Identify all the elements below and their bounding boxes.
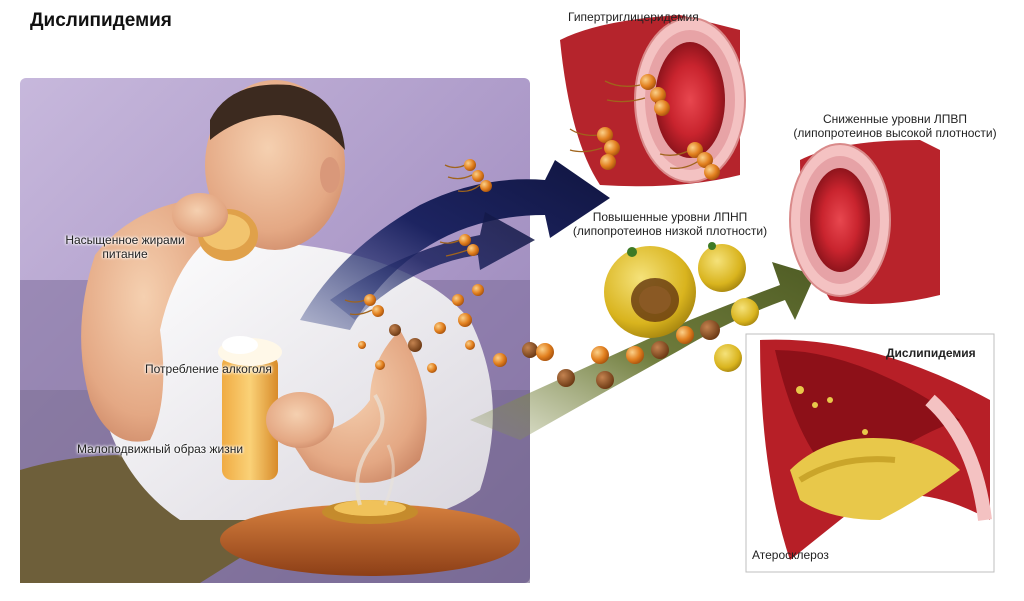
inset-title: Дислипидемия	[886, 346, 976, 360]
label-atherosclerosis: Атеросклероз	[752, 548, 829, 562]
label-low-hdl-line2: (липопротеинов высокой плотности)	[793, 126, 997, 140]
arrow-to-ldl	[330, 212, 535, 320]
hdl-vessel	[789, 140, 940, 304]
label-high-ldl-line1: Повышенные уровни ЛПНП	[592, 210, 748, 224]
label-high-ldl: Повышенные уровни ЛПНП (липопротеинов ни…	[555, 210, 785, 238]
label-saturated-fat-line2: питание	[102, 247, 148, 261]
label-alcohol: Потребление алкоголя	[145, 362, 272, 376]
label-saturated-fat: Насыщенное жирами питание	[55, 233, 195, 261]
atherosclerosis-inset	[745, 333, 995, 573]
lipid-particles	[344, 159, 720, 389]
label-high-ldl-line2: (липопротеинов низкой плотности)	[572, 224, 768, 238]
page-title: Дислипидемия	[30, 10, 172, 31]
label-low-hdl-line1: Сниженные уровни ЛПВП	[823, 112, 967, 126]
label-saturated-fat-line1: Насыщенное жирами	[65, 233, 185, 247]
hypertriglyceridemia-vessel	[560, 15, 746, 187]
ldl-particles	[604, 242, 759, 372]
label-sedentary: Малоподвижный образ жизни	[77, 442, 244, 456]
label-low-hdl: Сниженные уровни ЛПВП (липопротеинов выс…	[780, 112, 1010, 140]
man-scene	[20, 78, 530, 583]
label-hypertriglyceridemia: Гипертриглицеридемия	[568, 10, 699, 24]
